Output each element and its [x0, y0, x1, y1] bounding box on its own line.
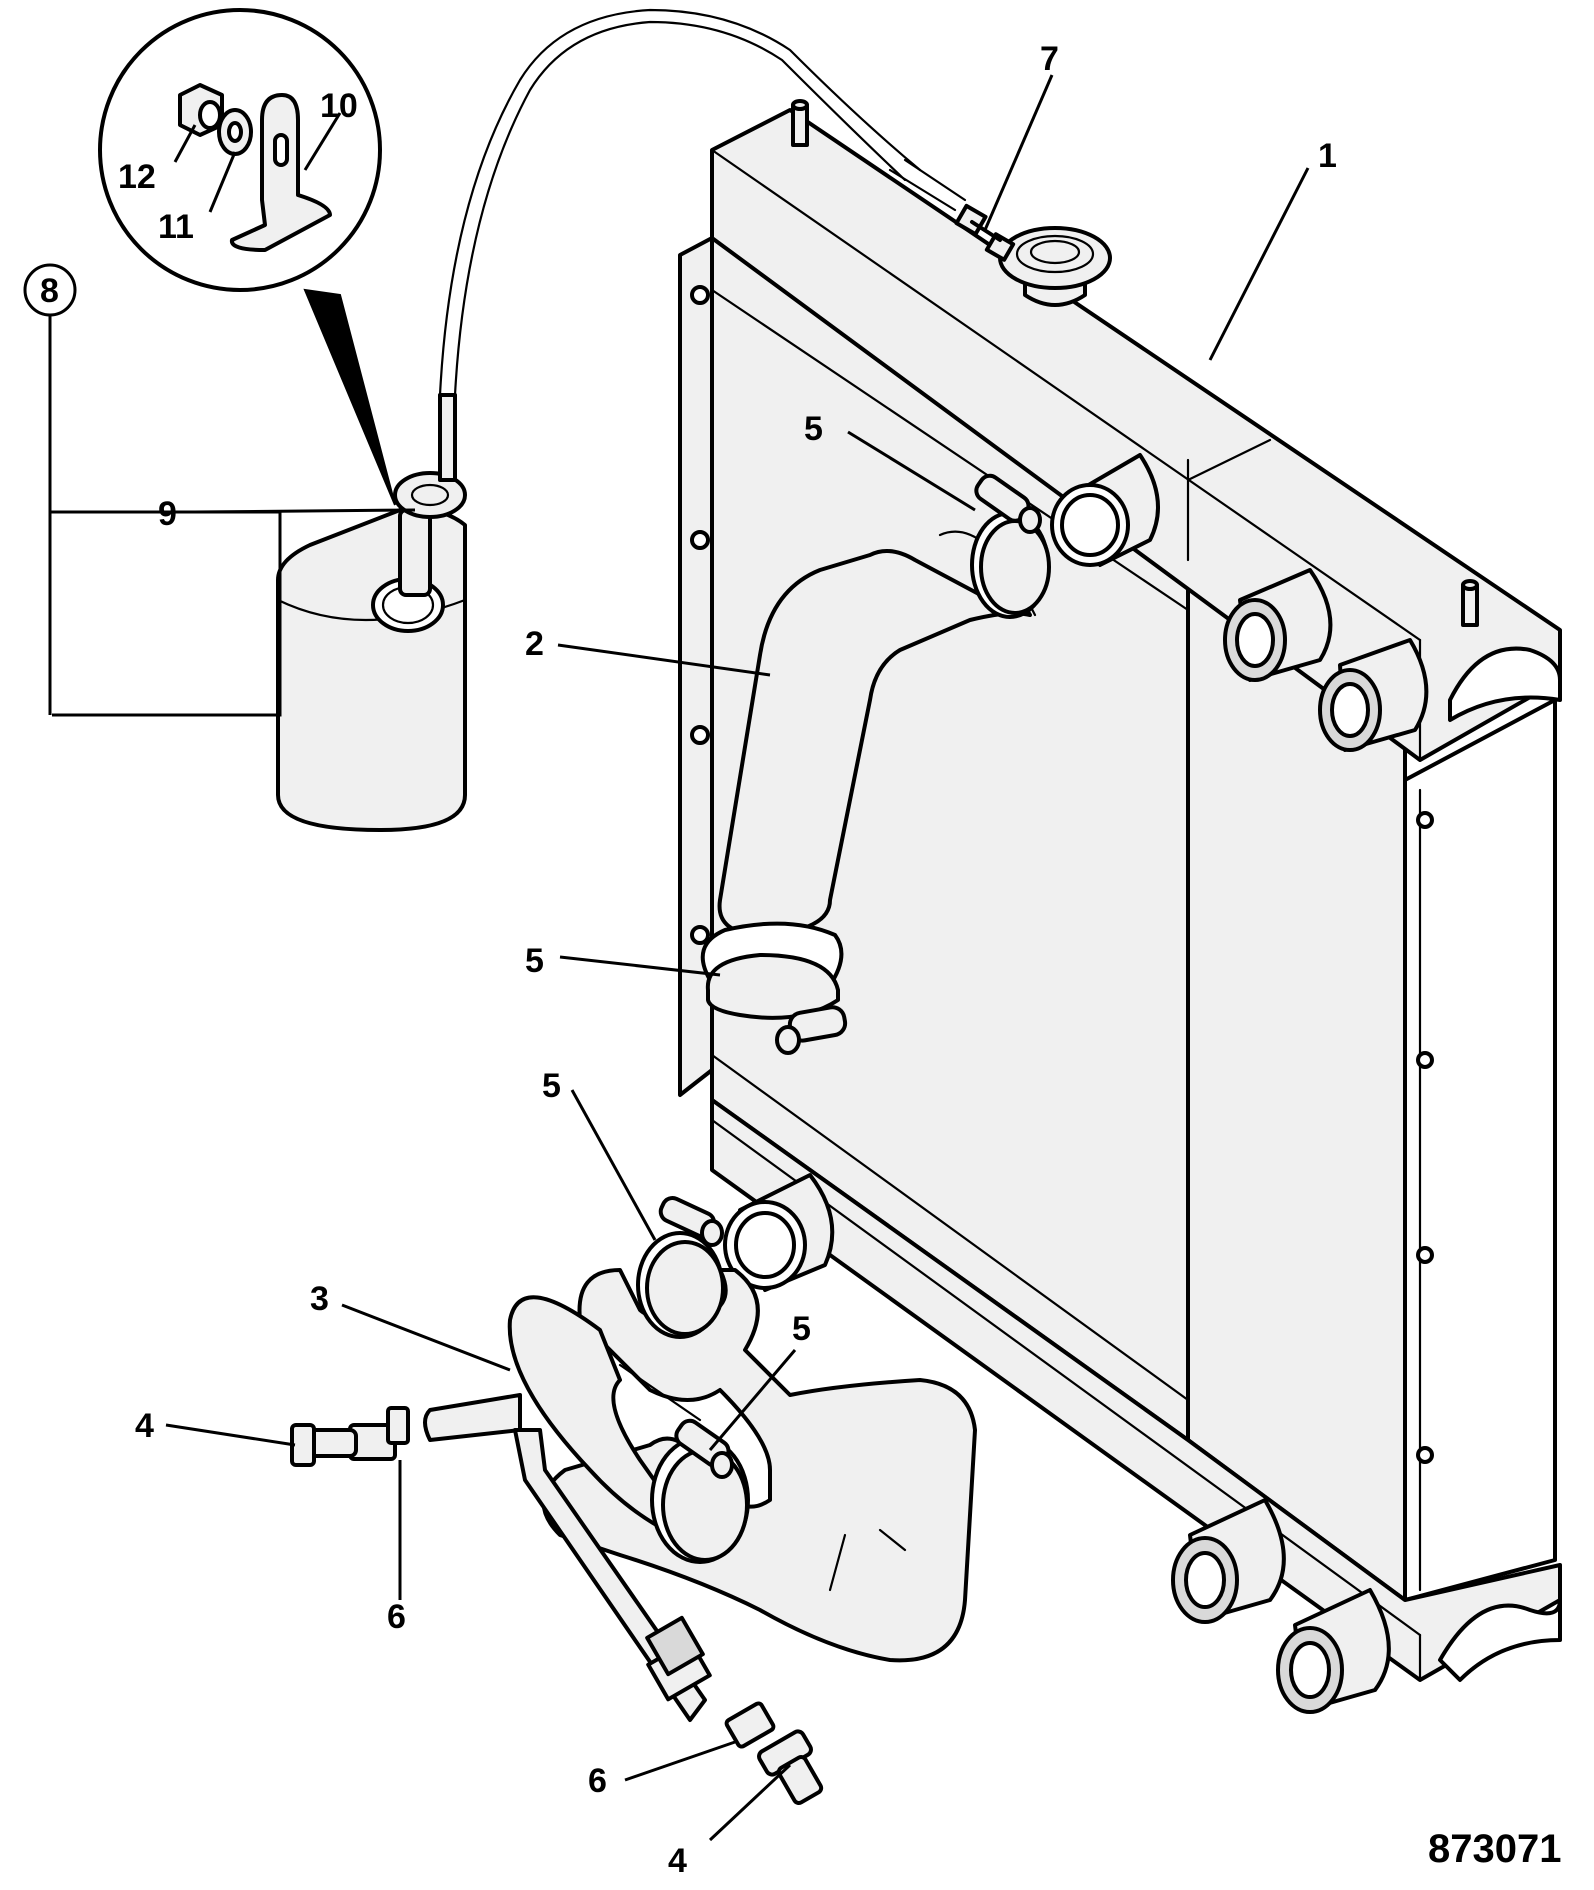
callout-12: 12	[118, 158, 156, 196]
callout-11: 11	[158, 208, 194, 246]
oil-cooler-ports-bottom	[1171, 1498, 1391, 1714]
callout-8: 8	[40, 272, 59, 310]
leader-lines	[48, 74, 1310, 1842]
bracket-10	[229, 93, 332, 252]
clamp-6-lower	[724, 1701, 776, 1749]
callout-2: 2	[525, 625, 544, 663]
hose-clip-top-lower	[700, 921, 848, 1055]
callout-10: 10	[320, 87, 358, 125]
union-nut-4-upper	[290, 1423, 316, 1467]
figure-reference-number: 873071	[1428, 1827, 1561, 1871]
expansion-bottle	[276, 393, 467, 832]
hose-clip-bottom-upper	[636, 1196, 725, 1339]
callout-3: 3	[310, 1280, 329, 1318]
detail-bracket-inset	[98, 8, 396, 506]
callout-labels: 1 2 3 4 4 5 5 5 5 6 6 7 8 9 10 11 12 873…	[23, 40, 1561, 1880]
bottom-radiator-hose	[507, 1268, 977, 1663]
callout-9: 9	[158, 495, 177, 533]
bleed-pipe-assembly	[423, 1393, 712, 1722]
callout-4-lower: 4	[668, 1842, 687, 1880]
callout-8-circled: 8	[23, 263, 77, 317]
top-hose-inlet-stub	[1050, 453, 1160, 567]
union-nut-4-lower	[776, 1755, 824, 1805]
callout-1: 1	[1318, 137, 1337, 175]
callout-7: 7	[1040, 40, 1059, 78]
oil-cooler-ports-top	[1223, 568, 1429, 752]
bottom-hose-outlet-stub	[723, 1173, 835, 1292]
bleed-fitting-upper	[290, 1406, 410, 1467]
callout-5-top-lower: 5	[525, 942, 544, 980]
callout-4-upper: 4	[135, 1407, 154, 1445]
radiator-filler-cap	[998, 226, 1112, 307]
callout-6-upper: 6	[387, 1598, 406, 1636]
bleed-fitting-lower	[724, 1701, 824, 1805]
callout-6-lower: 6	[588, 1762, 607, 1800]
overflow-pipe-and-clip	[438, 8, 1016, 397]
nut-12	[178, 83, 224, 137]
callout-5-bottom-lower: 5	[792, 1310, 811, 1348]
radiator-assembly	[678, 99, 1562, 1714]
hose-clip-top-upper	[970, 473, 1051, 619]
radiator-right-side-plate	[1403, 698, 1557, 1602]
callout-5-top-upper: 5	[804, 410, 823, 448]
hose-clip-bottom-lower	[650, 1418, 750, 1564]
callout-5-bottom-upper: 5	[542, 1067, 561, 1105]
